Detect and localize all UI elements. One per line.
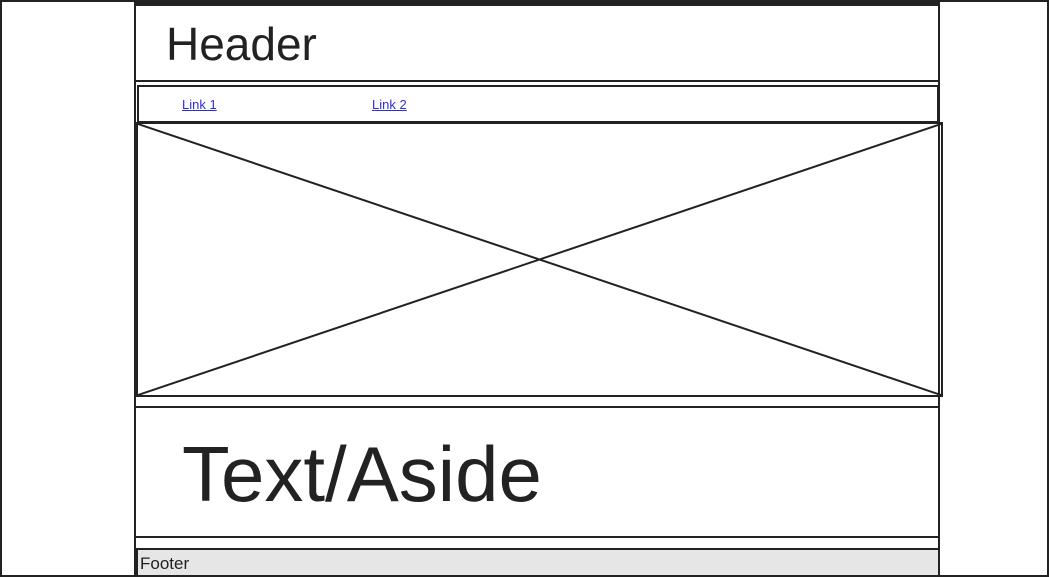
image-placeholder [136,122,943,397]
content-column [134,2,940,575]
placeholder-diagonal-2 [138,124,941,395]
nav-link-1[interactable]: Link 1 [182,97,217,112]
image-placeholder-icon [138,124,941,395]
nav-link-2[interactable]: Link 2 [372,97,407,112]
footer-block: Footer [136,548,940,575]
aside-text: Text/Aside [182,430,542,518]
nav-bar: Link 1 Link 2 [137,85,939,123]
header-block: Header [136,6,939,82]
footer-text: Footer [140,554,190,573]
aside-block: Text/Aside [134,406,940,538]
header-title: Header [166,18,317,70]
